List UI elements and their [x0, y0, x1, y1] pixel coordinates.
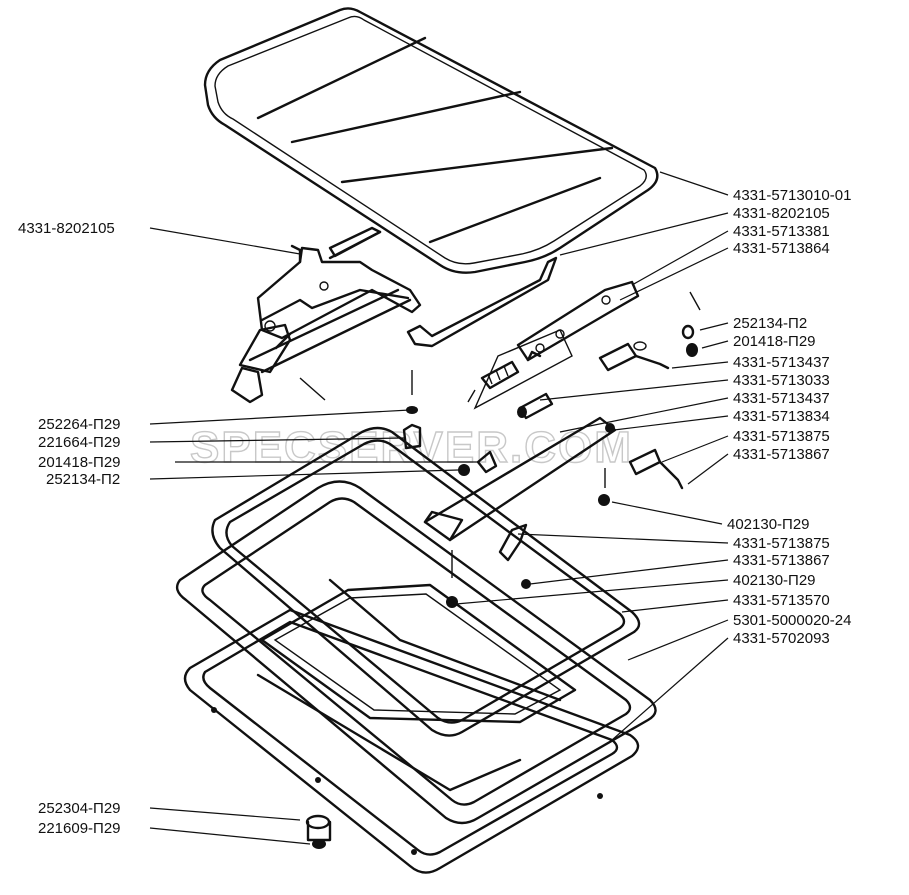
- label-left-4: 252134-П2: [46, 471, 120, 488]
- leader-lines: [149, 171, 729, 845]
- label-left-5: 252304-П29: [38, 800, 121, 817]
- label-right-4: 252134-П2: [733, 315, 807, 332]
- label-right-13: 4331-5713875: [733, 535, 830, 552]
- label-right-10: 4331-5713875: [733, 428, 830, 445]
- label-left-1: 252264-П29: [38, 416, 121, 433]
- lid-hinge-strip: [328, 226, 382, 258]
- label-right-3: 4331-5713864: [733, 240, 830, 257]
- bottom-trim-frame: [183, 608, 640, 874]
- label-right-0: 4331-5713010-01: [733, 187, 851, 204]
- label-right-9: 4331-5713834: [733, 408, 830, 425]
- label-right-14: 4331-5713867: [733, 552, 830, 569]
- seal-frame: [211, 426, 641, 737]
- left-hinge-bracket: [230, 230, 422, 404]
- label-right-8: 4331-5713437: [733, 390, 830, 407]
- hatch-lid: [203, 7, 659, 274]
- label-right-15: 402130-П29: [733, 572, 816, 589]
- label-right-16: 4331-5713570: [733, 592, 830, 609]
- label-right-17: 5301-5000020-24: [733, 612, 851, 629]
- axis-line: [299, 291, 701, 578]
- label-right-1: 4331-8202105: [733, 205, 830, 222]
- labels-right: 4331-5713010-01 4331-8202105 4331-571338…: [727, 187, 851, 647]
- top-link-rod: [406, 256, 558, 348]
- label-right-11: 4331-5713867: [733, 446, 830, 463]
- pin-parts: [517, 324, 698, 490]
- label-right-6: 4331-5713437: [733, 354, 830, 371]
- label-right-12: 402130-П29: [727, 516, 810, 533]
- labels-left: 4331-8202105 252264-П29 221664-П29 20141…: [18, 220, 121, 837]
- label-left-3: 201418-П29: [38, 454, 121, 471]
- label-right-5: 201418-П29: [733, 333, 816, 350]
- assembly-outline: [467, 329, 573, 410]
- label-right-7: 4331-5713033: [733, 372, 830, 389]
- bottom-screw: [305, 814, 332, 849]
- label-right-18: 4331-5702093: [733, 630, 830, 647]
- label-left-0: 4331-8202105: [18, 220, 115, 237]
- label-left-6: 221609-П29: [38, 820, 121, 837]
- label-left-2: 221664-П29: [38, 434, 121, 451]
- label-right-2: 4331-5713381: [733, 223, 830, 240]
- hatch-frame: [175, 480, 657, 825]
